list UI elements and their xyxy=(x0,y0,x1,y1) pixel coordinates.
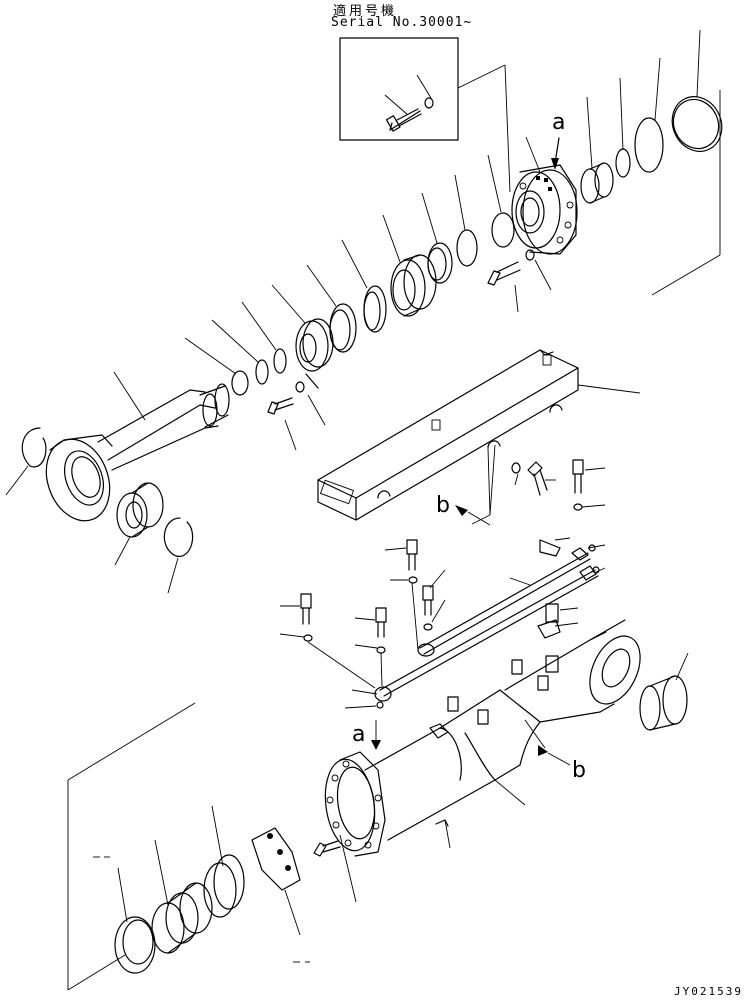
dust-seal-plate xyxy=(295,318,334,389)
snap-ring-left xyxy=(21,427,47,468)
foot-bushing xyxy=(639,652,689,731)
snap-ring-2 xyxy=(255,359,269,385)
cylinder-tube xyxy=(324,619,641,903)
ring-2 xyxy=(456,229,478,267)
head-bolt xyxy=(487,249,535,286)
hydraulic-piping xyxy=(374,537,606,702)
callout-a-bottom: a xyxy=(352,722,366,747)
rod-head-assembly xyxy=(184,29,723,451)
snap-ring-right xyxy=(163,517,194,557)
o-ring-2 xyxy=(491,212,515,248)
ring-1 xyxy=(615,148,631,178)
o-ring-1 xyxy=(634,117,664,173)
piston-rod xyxy=(45,371,230,522)
piping-bolts xyxy=(279,539,446,709)
drawing-code: JY021539 xyxy=(674,985,743,998)
cylinder-head xyxy=(511,137,578,255)
callout-b-bottom: b xyxy=(572,758,586,783)
serial-number: Serial No.30001~ xyxy=(331,15,473,30)
serial-inset xyxy=(339,37,511,193)
snap-ring-1 xyxy=(273,348,287,374)
callout-b-top: b xyxy=(436,493,450,518)
pin-bushing xyxy=(114,482,164,566)
snap-ring-3 xyxy=(231,370,249,396)
cylinder-guard xyxy=(317,349,641,526)
bushing xyxy=(580,162,614,204)
packing xyxy=(390,254,437,317)
leader-lines-top xyxy=(184,29,721,451)
callout-a-top: a xyxy=(552,110,566,135)
tube-bolt xyxy=(313,840,341,857)
backup-ring xyxy=(671,96,723,152)
piston-assembly xyxy=(67,702,310,991)
guard-bolts xyxy=(511,459,606,511)
serial-label-jp: 適用号機 xyxy=(333,4,398,19)
wear-ring xyxy=(114,916,156,974)
piston-ring xyxy=(203,862,237,918)
piston-nut xyxy=(251,827,301,891)
plate-bolt xyxy=(267,381,305,415)
